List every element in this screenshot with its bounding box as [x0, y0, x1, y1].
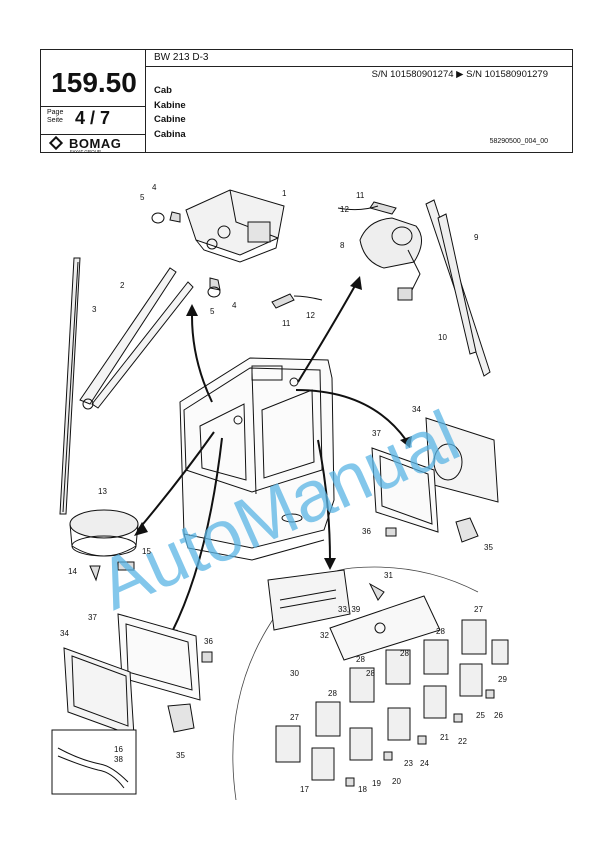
- callout: 28: [436, 627, 445, 636]
- callout: 25: [476, 711, 485, 720]
- callout: 21: [440, 733, 449, 742]
- wiper-blade-front: [59, 257, 81, 515]
- nozzle: [207, 277, 221, 298]
- callout: 19: [372, 779, 381, 788]
- callout: 35: [484, 543, 493, 552]
- callout: 28: [366, 669, 375, 678]
- callout: 9: [474, 233, 479, 242]
- callout: 15: [142, 547, 151, 556]
- divider: [145, 66, 572, 67]
- callout: 28: [356, 655, 365, 664]
- callout: 38: [114, 755, 123, 764]
- callout: 3: [92, 305, 97, 314]
- cab-body: [179, 357, 335, 561]
- title-it: Cabina: [154, 128, 186, 140]
- callout: 37: [88, 613, 97, 622]
- nozzle-hose: [271, 201, 397, 309]
- callout: 29: [498, 675, 507, 684]
- rocker-switches: [275, 619, 509, 781]
- callout: 11: [356, 191, 365, 200]
- callout: 36: [362, 527, 371, 536]
- callout: 26: [494, 711, 503, 720]
- callout: 24: [420, 759, 429, 768]
- callout: 27: [290, 713, 299, 722]
- wiper-arm-rear: [425, 199, 491, 377]
- callout-labels: 1 2 3 4 4 5 5 8 9 10 11 11 12 12 13 14 1…: [60, 183, 507, 794]
- divider: [41, 134, 145, 135]
- logo-sub: FAYAT GROUP: [70, 149, 101, 154]
- work-light-front: [63, 613, 213, 737]
- callout: 5: [140, 193, 145, 202]
- switch-symbols: [345, 689, 495, 787]
- callout: 5: [210, 307, 215, 316]
- callout: 13: [98, 487, 107, 496]
- callout: 20: [392, 777, 401, 786]
- callout: 10: [438, 333, 447, 342]
- serial-range: S/N 101580901274 ▶ S/N 101580901279: [371, 69, 548, 80]
- work-light-rear: [371, 417, 499, 543]
- wiper-motor-rear: [359, 217, 422, 301]
- title-de: Kabine: [154, 99, 186, 111]
- callout: 37: [372, 429, 381, 438]
- callout: 32: [320, 631, 329, 640]
- harness-inset-frame: [51, 729, 137, 795]
- section-titles: Cab Kabine Cabine Cabina: [154, 84, 186, 142]
- switch-panel: [267, 569, 441, 661]
- callout: 12: [306, 311, 315, 320]
- callout: 14: [68, 567, 77, 576]
- title-en: Cab: [154, 85, 172, 96]
- callout: 28: [400, 649, 409, 658]
- callout: 34: [412, 405, 421, 414]
- callout: 4: [232, 301, 237, 310]
- callout: 22: [458, 737, 467, 746]
- callout: 34: [60, 629, 69, 638]
- callout: 8: [340, 241, 345, 250]
- callout: 1: [282, 189, 287, 198]
- divider: [41, 106, 145, 107]
- callout: 16: [114, 745, 123, 754]
- callout: 28: [328, 689, 337, 698]
- callout: 12: [340, 205, 349, 214]
- nozzle: [151, 211, 181, 224]
- callout: 27: [474, 605, 483, 614]
- divider: [145, 50, 146, 152]
- callout: 11: [282, 319, 291, 328]
- callout: 35: [176, 751, 185, 760]
- bomag-logo: BOMAG FAYAT GROUP: [48, 135, 141, 154]
- leader-arrows: [137, 283, 407, 633]
- callout: 30: [290, 669, 299, 678]
- title-fr: Cabine: [154, 114, 186, 125]
- callout: 17: [300, 785, 309, 794]
- callout: 2: [120, 281, 125, 290]
- wiper-motor-front: [185, 189, 285, 263]
- page-fraction: 4 / 7: [75, 108, 111, 128]
- dome-light: [69, 509, 139, 582]
- callout: 4: [152, 183, 157, 192]
- callout: 36: [204, 637, 213, 646]
- machine-model: BW 213 D-3: [154, 52, 209, 63]
- wiper-arm-front: [79, 267, 194, 410]
- callout: 18: [358, 785, 367, 794]
- logo-name: BOMAG: [69, 136, 122, 151]
- page-number: 159.50: [51, 67, 137, 98]
- callout: 33, 39: [338, 605, 361, 614]
- drawing-id: 58290500_004_00: [489, 138, 548, 145]
- callout: 31: [384, 571, 393, 580]
- cable-harness: [57, 747, 129, 783]
- callout: 23: [404, 759, 413, 768]
